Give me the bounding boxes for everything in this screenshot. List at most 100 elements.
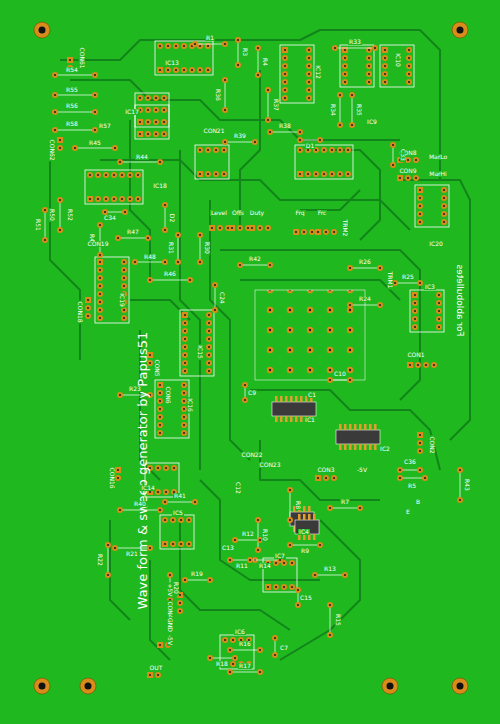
drill-hole	[54, 74, 56, 76]
drill-hole	[339, 149, 341, 151]
silkscreen-label: C12	[235, 481, 241, 495]
pad	[162, 227, 168, 233]
drill-hole	[165, 467, 167, 469]
pad	[161, 131, 167, 137]
pad	[206, 336, 212, 342]
drill-hole	[259, 539, 261, 541]
pad	[157, 422, 163, 428]
drill-hole	[339, 173, 341, 175]
drill-hole	[368, 57, 370, 59]
component-outline	[215, 285, 216, 310]
drill-hole	[333, 477, 335, 479]
silkscreen-label: CON21	[202, 128, 225, 134]
drill-hole	[59, 147, 61, 149]
pad	[162, 259, 168, 265]
silkscreen-label: CON22	[240, 452, 263, 458]
silkscreen-label: CON3	[316, 467, 335, 473]
pad	[137, 95, 143, 101]
drill-hole	[325, 231, 327, 233]
pad	[342, 55, 348, 61]
smd-pad	[303, 514, 306, 520]
drill-hole	[267, 586, 269, 588]
drill-hole	[159, 161, 161, 163]
pad	[197, 67, 203, 73]
pad	[417, 195, 423, 201]
pad	[197, 147, 203, 153]
drill-hole	[183, 416, 185, 418]
silkscreen-label: CON62	[49, 138, 55, 161]
pad	[186, 517, 192, 523]
silkscreen-label: IC18	[152, 183, 168, 189]
pad	[306, 79, 312, 85]
pad	[441, 187, 447, 193]
pad	[155, 465, 161, 471]
silkscreen-label: IC6	[234, 629, 246, 635]
drill-hole	[89, 198, 91, 200]
pad	[390, 142, 396, 148]
drill-hole	[199, 149, 201, 151]
pad	[255, 517, 261, 523]
drill-hole	[344, 574, 346, 576]
component-outline	[195, 44, 225, 45]
pad	[182, 312, 188, 318]
pad	[157, 390, 163, 396]
pad	[170, 517, 176, 523]
silkscreen-label: E	[405, 509, 411, 515]
pad	[121, 283, 127, 289]
drill-hole	[119, 394, 121, 396]
drill-hole	[184, 330, 186, 332]
pad	[295, 602, 301, 608]
pad	[153, 131, 159, 137]
drill-hole	[257, 549, 259, 551]
pad	[265, 225, 271, 231]
drill-hole	[284, 97, 286, 99]
pad	[111, 196, 117, 202]
drill-hole	[99, 293, 101, 295]
drill-hole	[349, 267, 351, 269]
drill-hole	[211, 227, 213, 229]
pad	[217, 225, 223, 231]
drill-hole	[407, 177, 409, 179]
pad	[252, 139, 258, 145]
drill-hole	[159, 384, 161, 386]
silkscreen-label: R5	[407, 483, 417, 489]
smd-pad	[295, 396, 298, 402]
silkscreen-label: R4	[262, 57, 268, 67]
drill-hole	[303, 231, 305, 233]
drill-hole	[177, 234, 179, 236]
smd-pad	[290, 416, 293, 422]
drill-hole	[208, 314, 210, 316]
pad	[157, 398, 163, 404]
silkscreen-label: R35	[356, 103, 362, 117]
ic-outline	[295, 145, 353, 179]
pad	[85, 297, 91, 303]
silkscreen-label: R46	[163, 271, 177, 277]
smd-pad	[349, 444, 352, 450]
drill-hole	[257, 74, 259, 76]
pad	[97, 283, 103, 289]
drill-hole	[159, 432, 161, 434]
pad	[255, 45, 261, 51]
pad	[397, 467, 403, 473]
drill-hole	[237, 39, 239, 41]
drill-hole	[344, 65, 346, 67]
pad	[382, 55, 388, 61]
drill-hole	[149, 674, 151, 676]
drill-hole	[163, 109, 165, 111]
pad	[103, 172, 109, 178]
component-outline	[108, 545, 109, 575]
drill-hole	[184, 322, 186, 324]
ic-outline	[380, 45, 414, 87]
ic-outline	[340, 45, 374, 87]
pad	[57, 227, 63, 233]
smd-pad	[303, 506, 306, 512]
drill-hole	[99, 309, 101, 311]
component-outline	[315, 575, 345, 576]
pad	[162, 499, 168, 505]
pad	[181, 390, 187, 396]
ic-outline	[145, 463, 179, 497]
pad	[317, 542, 323, 548]
smd-pad	[290, 396, 293, 402]
silkscreen-label: TRM2	[342, 219, 348, 238]
drill-hole	[325, 477, 327, 479]
